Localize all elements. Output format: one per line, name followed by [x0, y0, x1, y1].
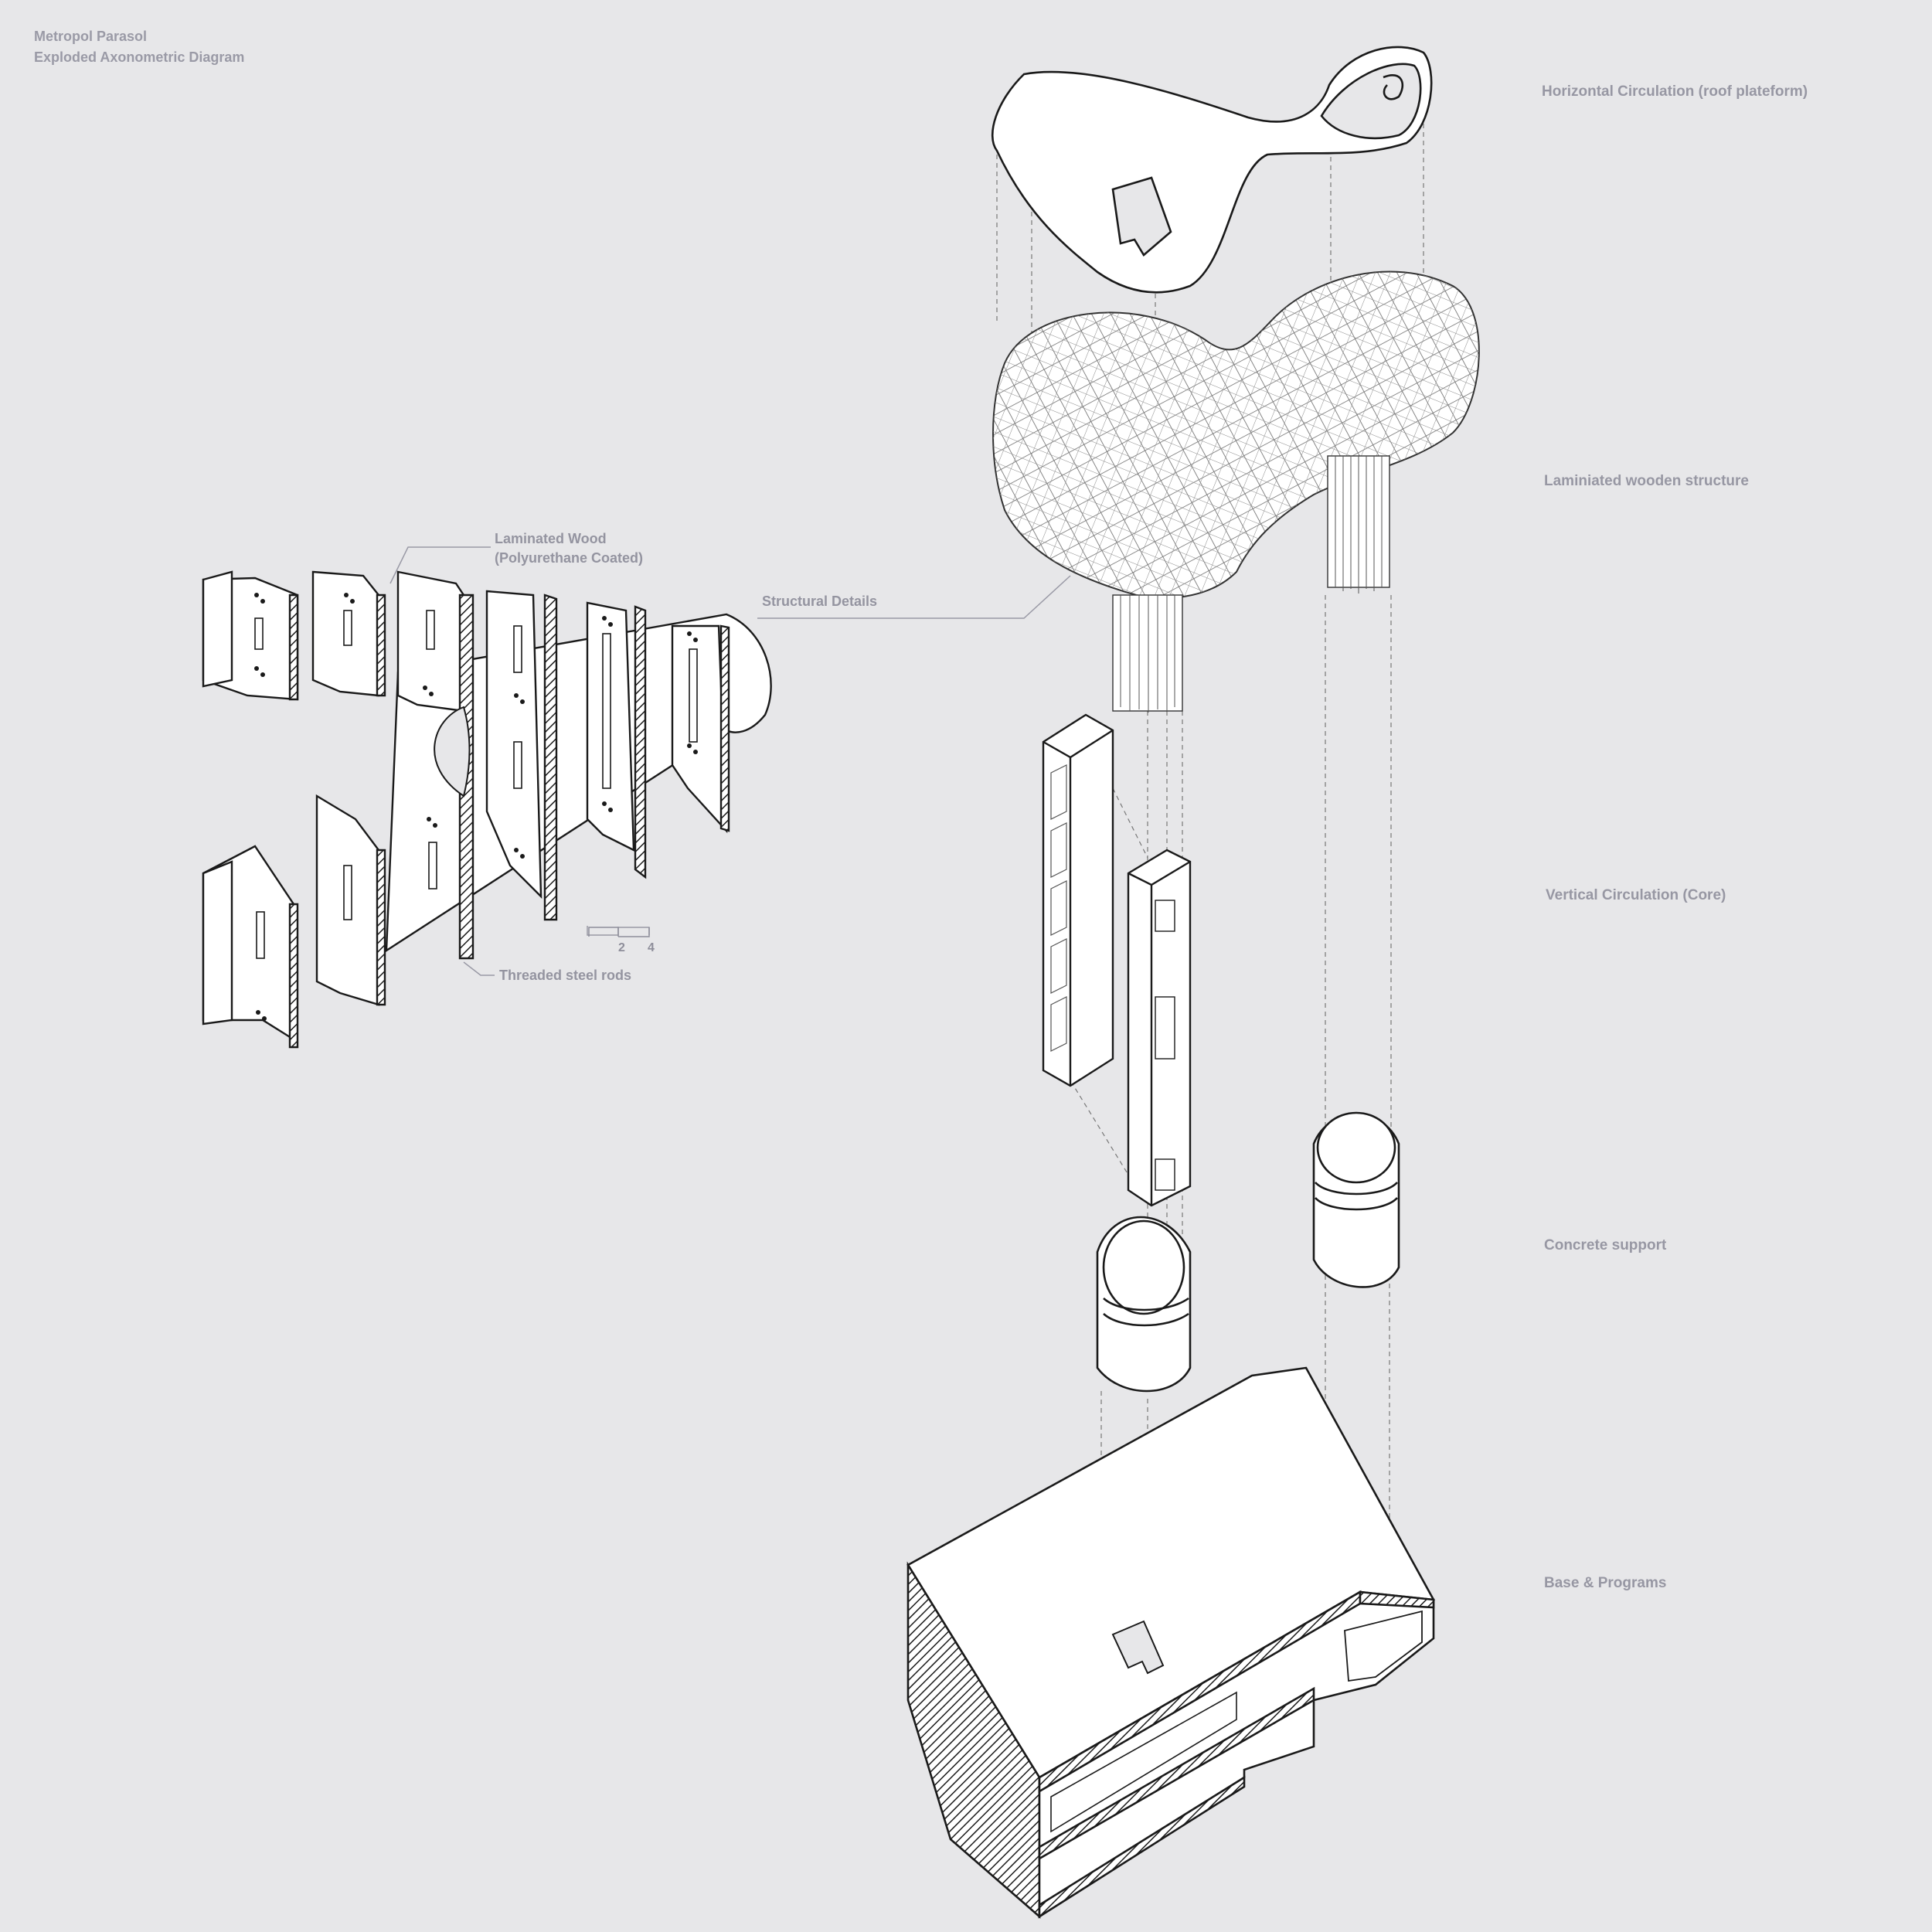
scale-bar [588, 927, 650, 937]
structural-detail [202, 570, 772, 1049]
label-structural-details: Structural Details [762, 594, 878, 609]
label-threaded-rods: Threaded steel rods [499, 968, 632, 983]
diagram-title: Metropol Parasol Exploded Axonometric Di… [34, 26, 244, 68]
base-programs [906, 1366, 1435, 1919]
label-base: Base & Programs [1544, 1575, 1667, 1591]
vertical-core-elevator [1127, 849, 1192, 1207]
label-polyurethane: (Polyurethane Coated) [495, 550, 644, 566]
wooden-structure [992, 270, 1480, 713]
label-laminated-wood: Laminated Wood [495, 531, 607, 546]
title-line-2: Exploded Axonometric Diagram [34, 49, 245, 65]
label-core: Vertical Circulation (Core) [1546, 887, 1726, 903]
concrete-support-right [1312, 1111, 1400, 1288]
roof-platform [991, 46, 1433, 294]
label-concrete: Concrete support [1544, 1237, 1667, 1253]
scale-tick-4: 4 [648, 941, 655, 954]
vertical-core-stairs [1042, 713, 1114, 1087]
label-wood-structure: Laminiated wooden structure [1544, 473, 1749, 489]
label-roof: Horizontal Circulation (roof plateform) [1542, 83, 1808, 100]
scale-tick-2: 2 [618, 941, 625, 954]
title-line-1: Metropol Parasol [34, 29, 148, 44]
concrete-support-left [1096, 1216, 1192, 1393]
